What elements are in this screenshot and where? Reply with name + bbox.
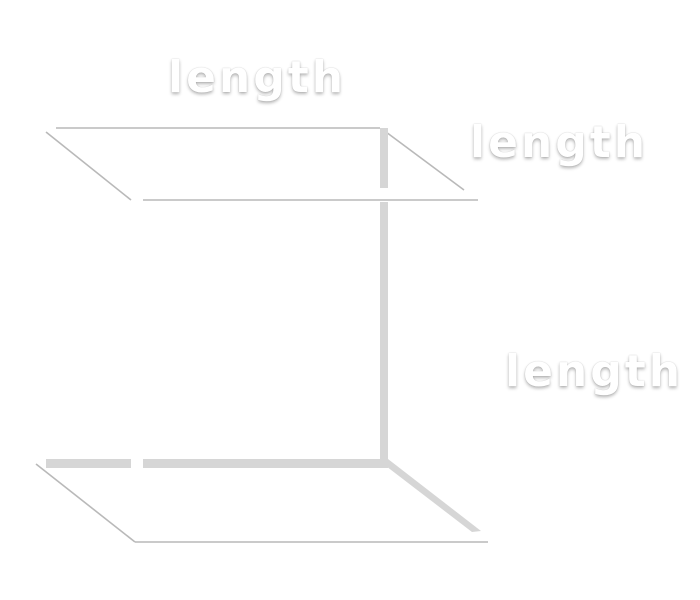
bottom-face: [35, 459, 488, 543]
bottom-face-back-edge-left: [46, 459, 131, 468]
bottom-face-right-edge: [382, 459, 481, 532]
vertical-edge-main-segment: [380, 202, 388, 465]
top-face-left-edge: [45, 131, 132, 201]
vertical-edge-top-segment: [380, 128, 388, 188]
top-edge-length-label: length: [168, 52, 347, 103]
vertical-edge: [380, 128, 388, 465]
top-face-right-edge: [385, 131, 465, 191]
bottom-face-back-edge-right: [143, 459, 388, 468]
right-edge-length-label: length: [470, 117, 649, 168]
top-face: [45, 127, 478, 201]
vertical-edge-length-label: length: [505, 346, 684, 397]
bottom-face-left-edge: [35, 463, 136, 543]
